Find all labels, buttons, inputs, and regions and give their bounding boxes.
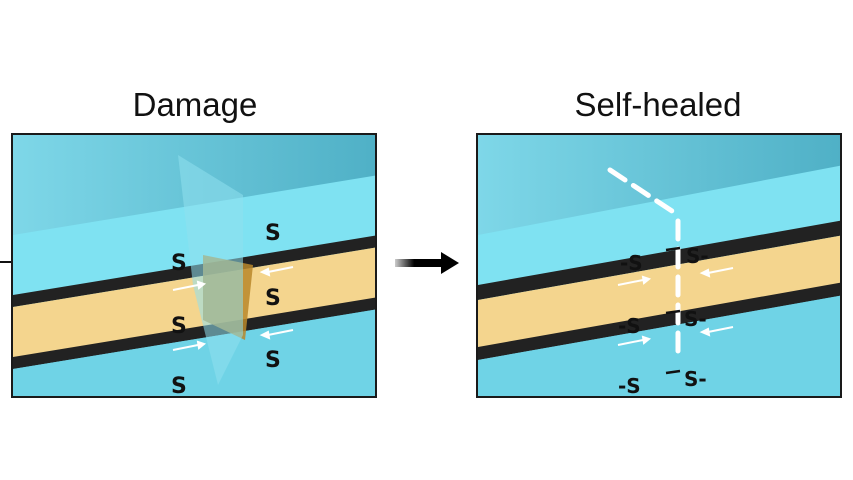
sulfur-label: S (171, 251, 187, 276)
thiol-label: S- (684, 307, 707, 331)
damage-illustration: S S S S S S (13, 135, 375, 398)
thiol-label: S- (684, 367, 707, 391)
thiol-label: S- (686, 244, 709, 268)
sulfur-label: S (171, 374, 187, 398)
healed-illustration: -S S- -S S- -S S- (478, 135, 840, 398)
thiol-label: -S (618, 374, 641, 398)
left-connector-line (0, 261, 12, 263)
right-arrow-icon (395, 252, 459, 274)
sulfur-label: S (265, 221, 281, 246)
sulfur-label: S (171, 314, 187, 339)
thiol-label: -S (620, 251, 643, 275)
thiol-label: -S (618, 314, 641, 338)
sulfur-label: S (265, 348, 281, 373)
healed-title: Self-healed (574, 86, 742, 123)
damage-panel: S S S S S S (11, 133, 377, 398)
healed-panel: -S S- -S S- -S S- (476, 133, 842, 398)
damage-title: Damage (132, 86, 258, 123)
sulfur-label: S (265, 286, 281, 311)
